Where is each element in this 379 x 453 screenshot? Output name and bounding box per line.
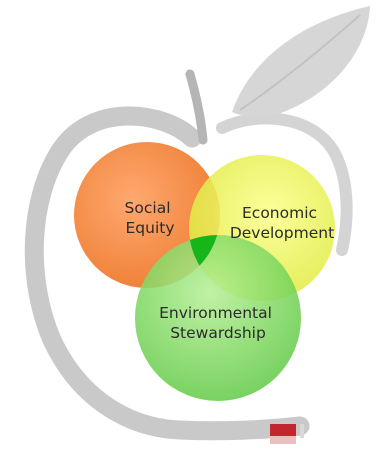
apple-outline — [24, 106, 310, 441]
environmental-stewardship-label: Environmental Stewardship — [159, 304, 277, 342]
apple-leaf — [232, 6, 370, 118]
apple-stem — [185, 69, 208, 145]
bottom-accent-mark — [270, 424, 304, 444]
apple-outline-right — [216, 112, 353, 256]
environmental-stewardship-circle — [135, 235, 301, 401]
economic-development-label: Economic Development — [230, 204, 334, 242]
apple-leaf-vein — [239, 14, 361, 111]
social-equity-label: Social Equity — [125, 199, 176, 237]
